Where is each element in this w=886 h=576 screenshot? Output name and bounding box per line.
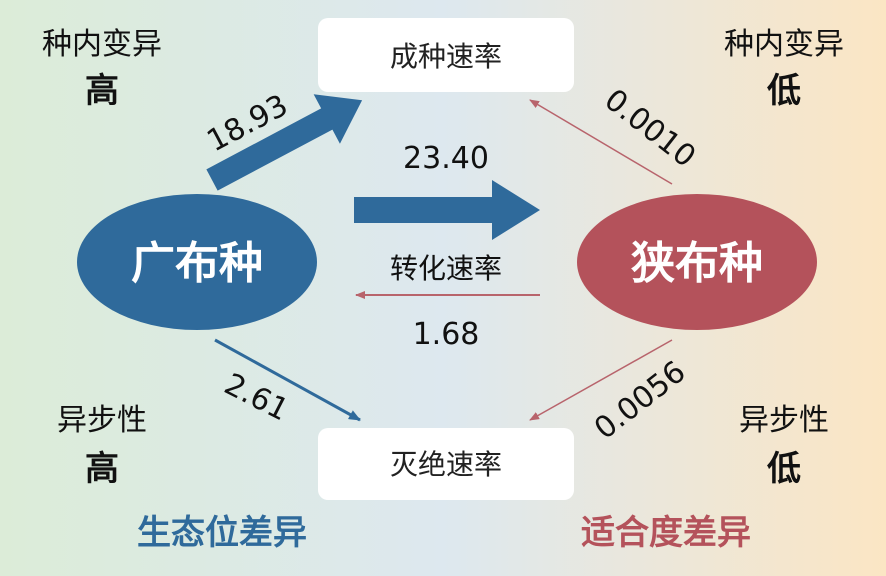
extinction-label: 灭绝速率 bbox=[390, 448, 502, 481]
speciation-box bbox=[318, 18, 574, 92]
niche-difference-label: 生态位差异 bbox=[137, 513, 307, 553]
left-asynchrony-value: 高 bbox=[85, 449, 119, 489]
transition-label: 转化速率 bbox=[390, 252, 502, 285]
left-variation-label: 种内变异 bbox=[42, 27, 162, 62]
narrow-extinction-arrow bbox=[529, 339, 673, 421]
broad-species-node bbox=[77, 194, 317, 330]
left-variation-value: 高 bbox=[85, 71, 119, 111]
rate-narrow-to-broad: 1.68 bbox=[413, 317, 480, 352]
speciation-label: 成种速率 bbox=[390, 40, 502, 73]
rate-broad-to-narrow: 23.40 bbox=[403, 141, 489, 176]
fitness-difference-label: 适合度差异 bbox=[581, 513, 751, 553]
left-asynchrony-label: 异步性 bbox=[57, 403, 147, 438]
narrow-species-label: 狭布种 bbox=[631, 238, 763, 289]
broad-extinction-arrow bbox=[214, 338, 361, 422]
broad-speciation-arrow bbox=[206, 94, 363, 191]
right-asynchrony-label: 异步性 bbox=[739, 403, 829, 438]
broad-to-narrow-arrow bbox=[354, 180, 540, 240]
extinction-box bbox=[318, 428, 574, 500]
right-variation-value: 低 bbox=[767, 71, 801, 111]
narrow-speciation-arrow bbox=[529, 99, 673, 185]
narrow-species-node bbox=[577, 194, 817, 330]
broad-species-label: 广布种 bbox=[131, 238, 263, 289]
right-variation-label: 种内变异 bbox=[724, 27, 844, 62]
right-asynchrony-value: 低 bbox=[767, 449, 801, 489]
